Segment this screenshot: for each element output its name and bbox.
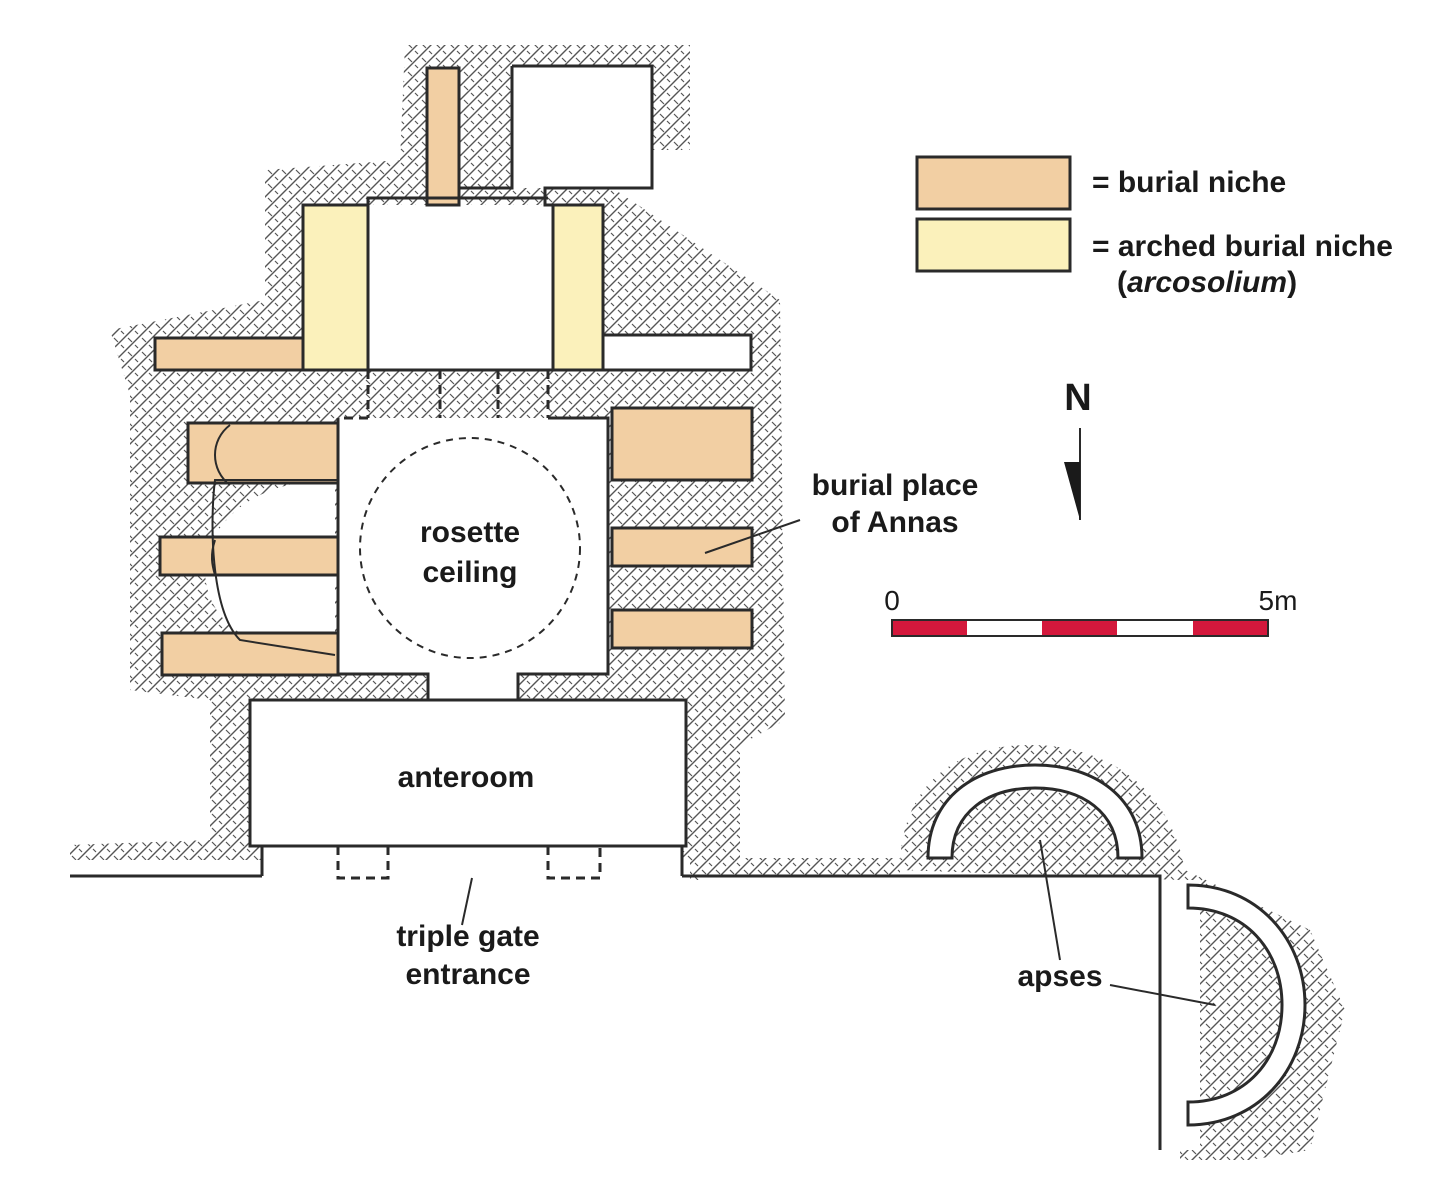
legend: = burial niche = arched burial niche (ar… [915, 155, 1393, 299]
niche-top-narrow [425, 66, 461, 207]
apse-north [926, 763, 1144, 860]
legend-burial-label: = burial niche [1092, 166, 1286, 199]
label-burial-1: burial place [812, 469, 979, 502]
scale-bar: 0 5m [884, 585, 1298, 637]
arcosolium-east [551, 203, 605, 372]
legend-swatch-arched [915, 217, 1072, 273]
room-labels: rosette ceiling anteroom burial place of… [396, 469, 1102, 993]
label-anteroom: anteroom [398, 761, 535, 794]
apse-east [1186, 883, 1307, 1127]
niche-west-2 [186, 421, 340, 485]
niche-west-3 [158, 535, 340, 577]
niche-east-3 [610, 608, 754, 650]
scale-end-label: 5m [1259, 585, 1298, 616]
north-label: N [1064, 377, 1091, 419]
niche-east-1 [610, 406, 754, 482]
niche-annas [610, 526, 754, 568]
rosette-circle [359, 437, 581, 659]
rooms [205, 66, 1200, 1176]
legend-arched-label: = arched burial niche [1092, 230, 1393, 263]
label-apses: apses [1017, 960, 1102, 993]
niche-west-4 [160, 631, 340, 677]
leader-lines [461, 519, 1216, 1006]
niche-west-1 [153, 336, 307, 372]
label-rosette-1: rosette [420, 516, 520, 549]
niche-east-white [601, 333, 753, 372]
north-arrow: N [1064, 377, 1092, 520]
arcosolium-west [301, 203, 370, 372]
apses [926, 763, 1307, 1127]
scale-start-label: 0 [884, 585, 900, 616]
wall-outlines [70, 64, 1162, 1150]
label-gate-1: triple gate [396, 920, 539, 953]
label-burial-2: of Annas [831, 506, 958, 539]
label-gate-2: entrance [405, 958, 530, 991]
legend-arcosolium-label: (arcosolium) [1117, 266, 1297, 299]
label-rosette-2: ceiling [422, 556, 517, 589]
legend-swatch-burial [915, 155, 1072, 211]
